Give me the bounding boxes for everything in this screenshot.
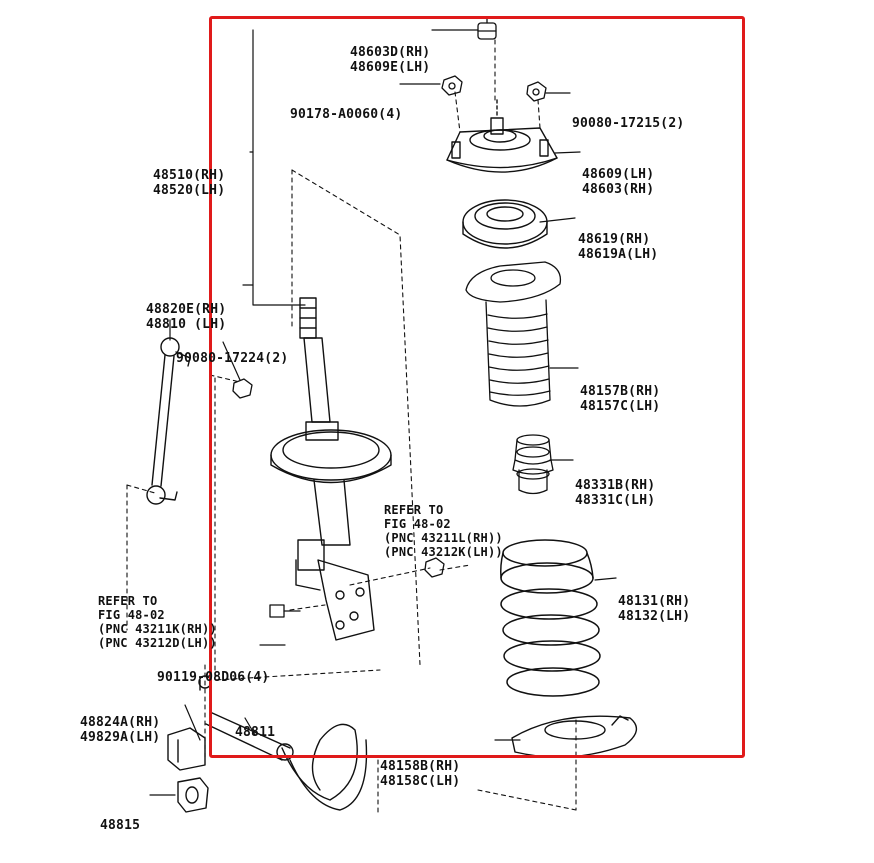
label-stabilizer-link: 48820E(RH)48810 (LH) xyxy=(146,302,227,332)
dust-boot xyxy=(465,261,562,407)
stabilizer-bar xyxy=(198,675,368,811)
label-stabilizer-bar: 48811 xyxy=(235,725,276,740)
leader-lines xyxy=(149,29,617,796)
label-bump-stop: 48331B(RH)48331C(LH) xyxy=(575,478,656,508)
label-upper-mount: 48609(LH)48603(RH) xyxy=(582,167,655,197)
coil-spring xyxy=(500,539,601,697)
parts-diagram-page: 48603D(RH)48609E(LH) 90178-A0060(4) 9008… xyxy=(80,16,745,833)
label-mount-bolt: 90178-A0060(4) xyxy=(290,107,403,122)
label-dust-boot: 48157B(RH)48157C(LH) xyxy=(580,384,661,414)
strut-assembly xyxy=(270,297,392,641)
label-bearing: 48619(RH)48619A(LH) xyxy=(578,232,659,262)
label-bracket: 48815 xyxy=(100,818,141,833)
label-coil-spring: 48131(RH)48132(LH) xyxy=(618,594,691,624)
bearing xyxy=(462,199,548,249)
highlight-box xyxy=(209,16,745,758)
mount-nut xyxy=(526,81,547,102)
strut-pointer xyxy=(169,29,306,341)
label-mount-nut: 90080-17215(2) xyxy=(572,116,685,131)
link-nut xyxy=(232,378,253,399)
suspension-drawing xyxy=(126,17,638,813)
bracket xyxy=(177,777,209,813)
upper-mount xyxy=(446,99,558,173)
label-link-nut: 90080-17224(2) xyxy=(176,351,289,366)
mount-bolt xyxy=(441,75,463,96)
label-strut-bolt: 90119-08D06(4) xyxy=(157,670,270,685)
bushing xyxy=(167,727,206,771)
label-strut: 48510(RH)48520(LH) xyxy=(153,168,226,198)
top-nut xyxy=(477,17,497,40)
strut-bolt xyxy=(269,557,445,618)
label-upper-nut: 48603D(RH)48609E(LH) xyxy=(350,45,431,75)
label-lower-seat: 48158B(RH)48158C(LH) xyxy=(380,759,461,789)
bump-stop xyxy=(512,434,554,495)
dashed-frame xyxy=(126,39,577,813)
label-bushing: 48824A(RH)49829A(LH) xyxy=(80,715,161,745)
stabilizer-link xyxy=(146,337,191,505)
